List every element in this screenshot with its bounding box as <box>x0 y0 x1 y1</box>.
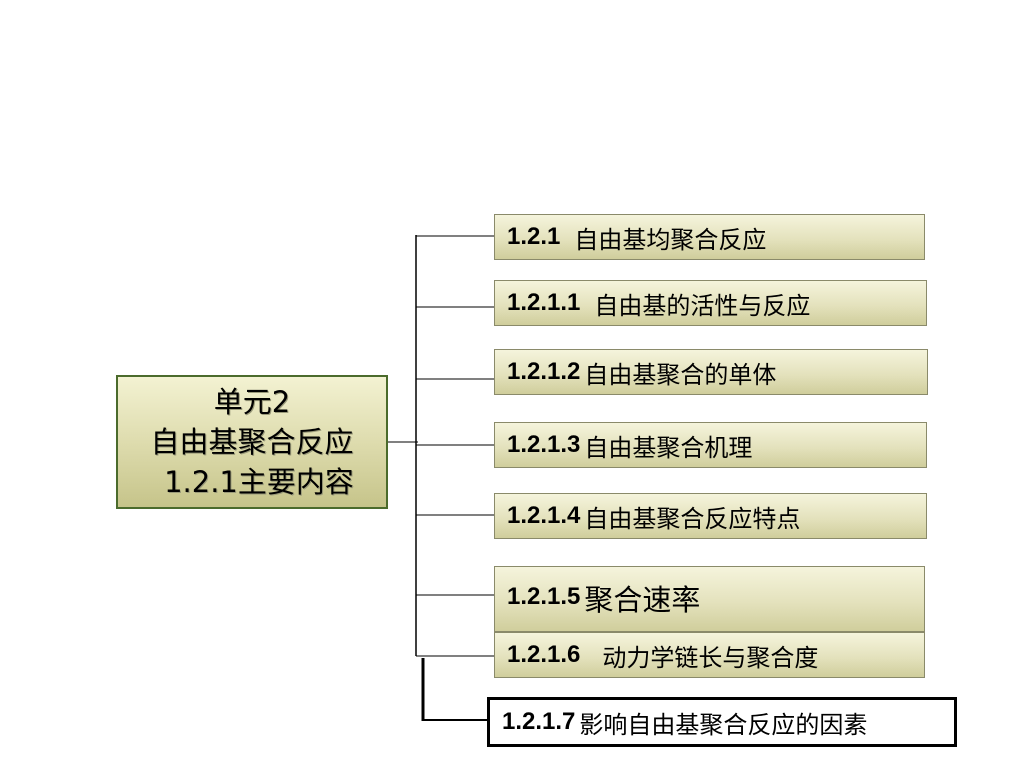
root-title-topic: 自由基聚合反应 <box>150 425 354 459</box>
node-1-2-1-3: 1.2.1.3 自由基聚合机理 <box>494 422 927 468</box>
node-number: 1.2.1.7 <box>502 708 576 735</box>
node-1-2-1-4: 1.2.1.4 自由基聚合反应特点 <box>494 493 927 539</box>
root-title-unit: 单元2 <box>213 385 291 419</box>
node-1-2-1-7: 1.2.1.7 影响自由基聚合反应的因素 <box>487 697 957 747</box>
node-1-2-1-2: 1.2.1.2 自由基聚合的单体 <box>494 349 928 395</box>
node-1-2-1-1: 1.2.1.1 自由基的活性与反应 <box>494 280 927 326</box>
node-1-2-1-5: 1.2.1.5 聚合速率 <box>494 566 925 632</box>
node-number: 1.2.1.2 <box>507 358 581 385</box>
node-label: 自由基聚合的单体 <box>584 360 777 389</box>
node-label: 动力学链长与聚合度 <box>602 643 819 672</box>
node-number: 1.2.1.5 <box>507 583 581 610</box>
node-label: 影响自由基聚合反应的因素 <box>579 710 868 739</box>
node-label: 聚合速率 <box>584 583 701 617</box>
root-title-section: 1.2.1主要内容 <box>164 465 354 499</box>
node-number: 1.2.1.6 <box>507 641 581 668</box>
node-label: 自由基聚合反应特点 <box>584 504 801 533</box>
node-label: 自由基的活性与反应 <box>594 291 811 320</box>
root-node: 单元2 自由基聚合反应 1.2.1主要内容 <box>116 375 388 509</box>
node-number: 1.2.1.1 <box>507 289 581 316</box>
node-1-2-1-6: 1.2.1.6 动力学链长与聚合度 <box>494 632 925 678</box>
node-number: 1.2.1 <box>507 223 561 250</box>
node-label: 自由基聚合机理 <box>584 433 753 462</box>
node-number: 1.2.1.3 <box>507 431 581 458</box>
node-1-2-1: 1.2.1 自由基均聚合反应 <box>494 214 925 260</box>
node-label: 自由基均聚合反应 <box>574 225 767 254</box>
node-number: 1.2.1.4 <box>507 502 581 529</box>
